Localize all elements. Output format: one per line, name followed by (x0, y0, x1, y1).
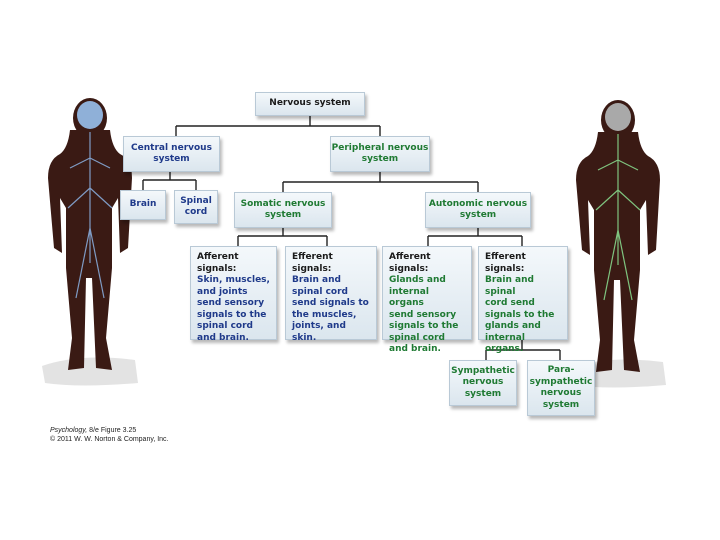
signal-title: Efferent signals: (292, 252, 333, 274)
node-peripheral-nervous-system: Peripheral nervous system (330, 136, 430, 172)
figure-credit: Psychology, 8/e Figure 3.25 © 2011 W. W.… (50, 426, 169, 444)
signal-title: Afferent signals: (389, 252, 431, 274)
left-body-illustration (42, 98, 138, 386)
node-somatic-efferent-signals: Efferent signals: Brain and spinal cord … (285, 246, 377, 343)
node-spinal-cord: Spinal cord (174, 190, 218, 224)
credit-copyright: © 2011 W. W. Norton & Company, Inc. (50, 436, 169, 443)
node-somatic-nervous-system: Somatic nervous system (234, 192, 332, 228)
node-somatic-afferent-signals: Afferent signals: Skin, muscles, and joi… (190, 246, 277, 343)
node-autonomic-nervous-system: Autonomic nervous system (425, 192, 531, 228)
signal-text: Brain and spinal cord send signals to th… (292, 275, 369, 343)
right-body-illustration (570, 100, 666, 388)
node-autonomic-afferent-signals: Afferent signals: Glands and internal or… (382, 246, 472, 354)
credit-book-title: Psychology, (50, 427, 88, 434)
signal-text: Glands and internal organs send sensory … (389, 275, 459, 354)
node-nervous-system: Nervous system (255, 92, 365, 116)
signal-text: Skin, muscles, and joints send sensory s… (197, 275, 270, 343)
node-brain: Brain (120, 190, 166, 220)
node-autonomic-efferent-signals: Efferent signals: Brain and spinal cord … (478, 246, 568, 354)
node-central-nervous-system: Central nervous system (123, 136, 220, 172)
signal-title: Efferent signals: (485, 252, 526, 274)
node-parasympathetic-nervous-system: Para- sympathetic nervous system (527, 360, 595, 416)
node-sympathetic-nervous-system: Sympathetic nervous system (449, 360, 517, 406)
signal-title: Afferent signals: (197, 252, 239, 274)
credit-figure: 8/e Figure 3.25 (87, 427, 137, 434)
signal-text: Brain and spinal cord send signals to th… (485, 275, 555, 354)
